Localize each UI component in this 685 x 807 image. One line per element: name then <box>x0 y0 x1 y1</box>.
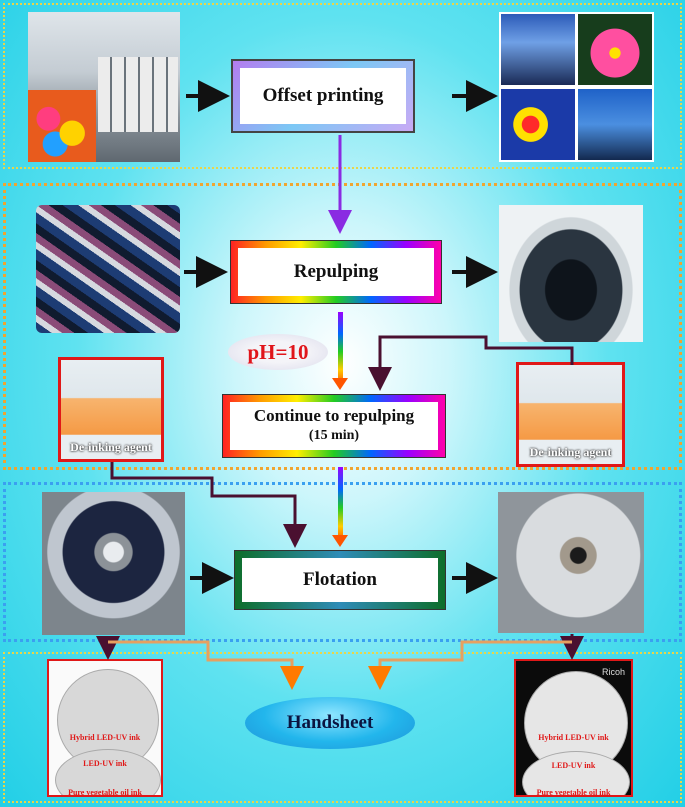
flotation-cell-photo-right <box>498 492 644 633</box>
pulp-pot-photo <box>499 205 643 342</box>
press-machine-image <box>98 57 178 132</box>
continue-repulping-box: Continue to repulping (15 min) <box>222 394 446 458</box>
repulping-box: Repulping <box>230 240 442 304</box>
deinking-agent-label: De-inking agent <box>70 440 152 454</box>
handsheet-section <box>3 652 682 803</box>
handsheet-disc <box>55 749 161 795</box>
continue-repulping-label: Continue to repulping <box>253 406 415 425</box>
flotation-box: Flotation <box>234 550 446 610</box>
led-ink-label: LED-UV ink <box>83 759 127 768</box>
handsheet-photo-left: Hybrid LED-UV ink LED-UV ink Pure vegeta… <box>47 659 163 797</box>
flower-print-sample <box>578 14 652 85</box>
agent-right-to-continue-arrow <box>368 335 574 391</box>
flotation-label: Flotation <box>303 569 377 590</box>
flotation-cell-photo-left <box>42 492 185 635</box>
led-ink-label: LED-UV ink <box>551 761 596 770</box>
paper-scraps-photo <box>36 205 180 333</box>
right-to-handsheet-arrow <box>368 640 572 690</box>
handsheet-disc <box>57 669 159 771</box>
repulping-to-continue-arrow <box>338 312 343 384</box>
vegetable-ink-label: Pure vegetable oil ink <box>536 788 611 797</box>
handsheet-disc <box>522 751 630 795</box>
deinking-agent-photo-left: De-inking agent <box>58 357 164 462</box>
hybrid-ink-label: Hybrid LED-UV ink <box>538 733 609 742</box>
left-to-handsheet-arrow <box>108 640 304 690</box>
continue-to-flotation-arrow <box>338 467 343 541</box>
handsheet-ellipse: Handsheet <box>245 697 415 749</box>
offset-printing-label: Offset printing <box>262 85 384 106</box>
graffiti-print-sample <box>501 89 575 160</box>
process-arrows <box>184 80 498 594</box>
printed-samples-photo <box>499 12 654 162</box>
ph-condition-badge: pH=10 <box>228 334 328 370</box>
agent-left-to-flotation-arrow <box>110 462 307 548</box>
printing-press-photo <box>28 12 180 162</box>
vegetable-ink-label: Pure vegetable oil ink <box>68 788 142 797</box>
deinking-agent-label: De-inking agent <box>529 445 612 459</box>
brand-watermark: Ricoh <box>601 667 625 677</box>
colorful-print-image <box>28 90 96 162</box>
offset-printing-section <box>3 3 682 169</box>
city-print-sample <box>501 14 575 85</box>
offset-printing-box: Offset printing <box>231 59 415 133</box>
repulping-duration-label: (15 min) <box>308 428 360 443</box>
hybrid-ink-label: Hybrid LED-UV ink <box>69 733 141 742</box>
handsheet-photo-right: Ricoh Hybrid LED-UV ink LED-UV ink Pure … <box>514 659 633 797</box>
skyline-print-sample <box>578 89 652 160</box>
repulping-label: Repulping <box>293 261 379 282</box>
